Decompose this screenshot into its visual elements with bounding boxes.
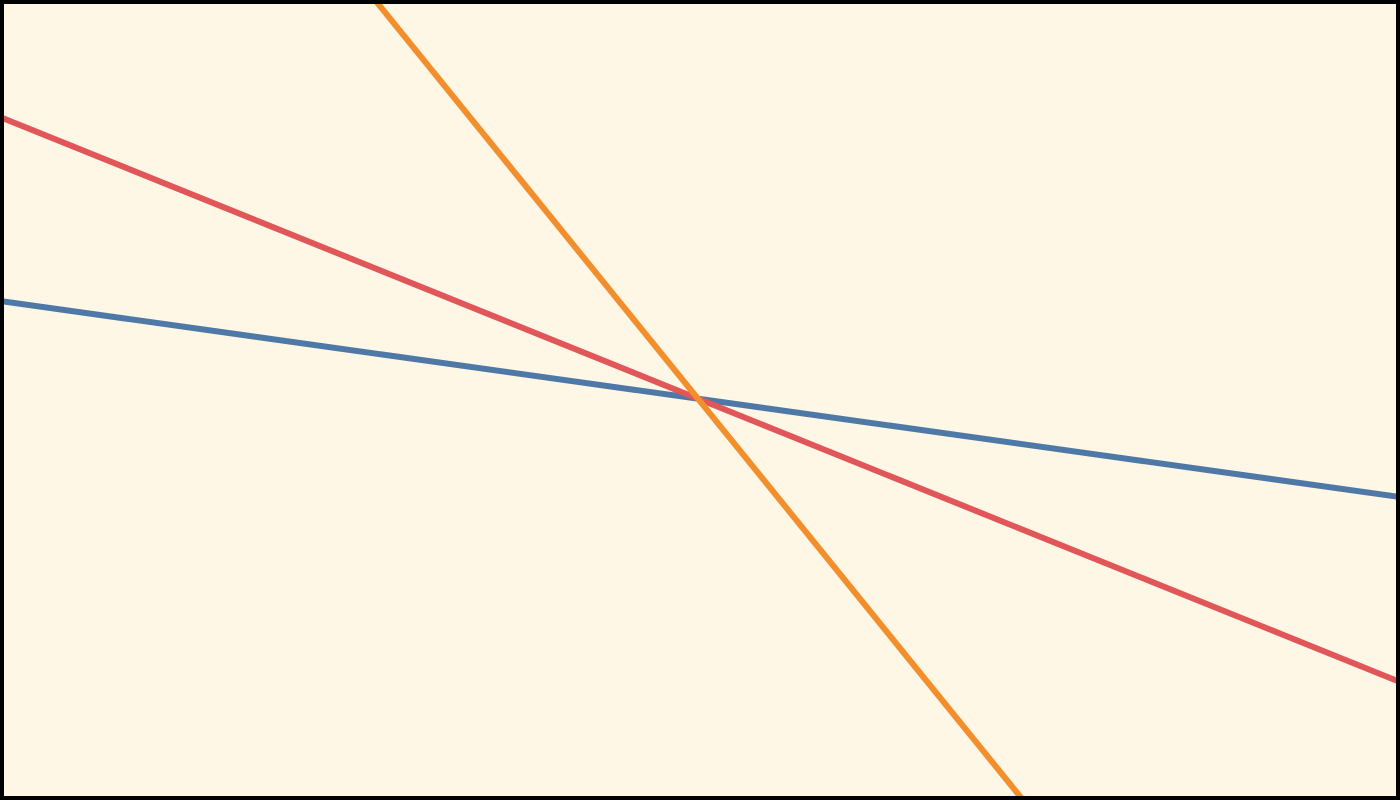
- orange-line: [372, 0, 1026, 800]
